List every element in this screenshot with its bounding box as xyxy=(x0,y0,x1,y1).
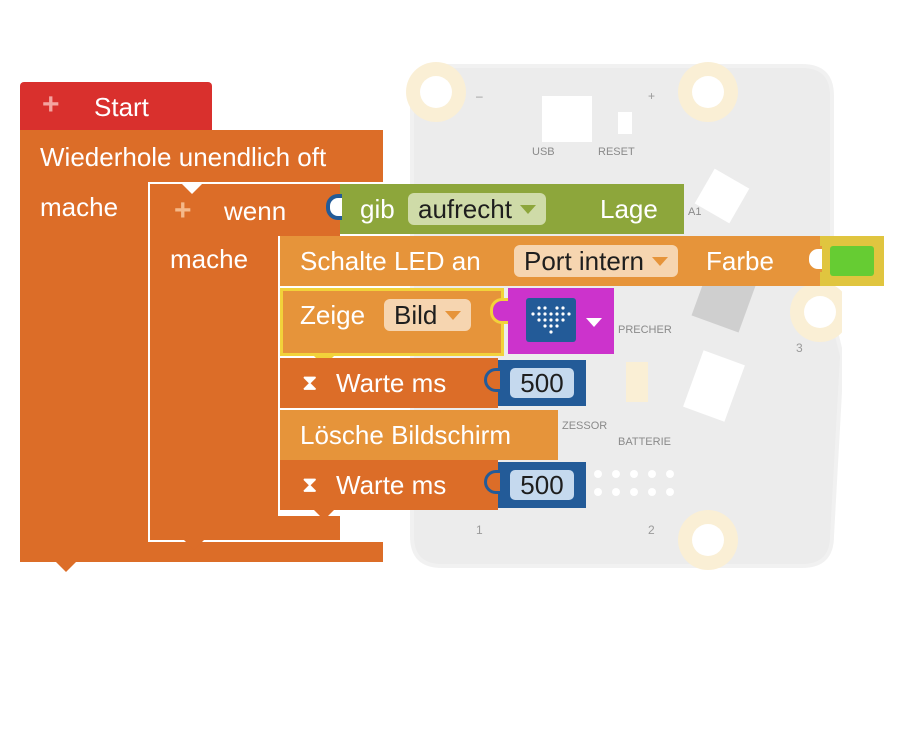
heart-matrix-icon xyxy=(526,298,576,342)
board-pad-1: 1 xyxy=(476,523,483,537)
image-chevron-down-icon[interactable] xyxy=(586,318,602,327)
wait-1-value[interactable]: 500 xyxy=(510,368,574,398)
wait-2-value[interactable]: 500 xyxy=(510,470,574,500)
wait-1-label: Warte ms xyxy=(336,368,447,398)
if-top-notch xyxy=(182,184,202,194)
wait-2-bottom-connector xyxy=(314,510,334,520)
start-block[interactable]: + Start xyxy=(20,82,212,130)
image-picker-block[interactable] xyxy=(508,288,614,354)
led-label: Schalte LED an xyxy=(300,246,481,276)
if-do-label: mache xyxy=(170,244,249,274)
loop-title: Wiederhole unendlich oft xyxy=(40,142,327,172)
image-input-connector xyxy=(490,298,508,324)
wait-2-label: Warte ms xyxy=(336,470,447,500)
hourglass-icon: ⧗ xyxy=(302,370,318,395)
if-label: wenn xyxy=(224,196,287,226)
loop-do-label: mache xyxy=(40,192,119,222)
board-label-prozessor: ZESSOR xyxy=(562,420,608,432)
board-pad-minus: – xyxy=(476,89,483,103)
if-bottom-connector xyxy=(184,540,204,550)
start-label: Start xyxy=(94,92,149,122)
start-plus-icon[interactable]: + xyxy=(42,88,60,121)
show-image-block[interactable]: Zeige Bild xyxy=(280,288,504,356)
show-mode-dropdown[interactable]: Bild xyxy=(384,299,472,331)
wait-1-value-block[interactable]: 500 xyxy=(498,360,586,406)
heart-matrix-svg xyxy=(531,306,571,334)
loop-bottom-connector xyxy=(56,562,76,572)
board-pad-plus: + xyxy=(648,89,656,103)
board-pad-3: 3 xyxy=(796,341,803,355)
board-label-a1: A1 xyxy=(688,206,702,218)
chevron-down-icon xyxy=(519,204,536,214)
orientation-condition-block[interactable]: gib aufrecht Lage xyxy=(340,184,684,234)
led-color-picker[interactable] xyxy=(820,236,884,286)
if-plus-icon[interactable]: + xyxy=(174,194,192,227)
hourglass-icon: ⧗ xyxy=(302,472,318,497)
board-label-batterie: BATTERIE xyxy=(618,436,671,448)
color-swatch xyxy=(830,246,874,276)
clear-label: Lösche Bildschirm xyxy=(300,420,511,450)
wait-2-connector xyxy=(484,470,500,494)
wait-block-1[interactable]: ⧗ Warte ms xyxy=(280,358,498,408)
chevron-down-icon xyxy=(445,310,462,320)
clear-screen-block[interactable]: Lösche Bildschirm xyxy=(280,410,558,460)
board-pad-2: 2 xyxy=(648,523,655,537)
condition-suffix: Lage xyxy=(600,194,658,224)
wait-1-connector xyxy=(484,368,500,392)
wait-2-value-block[interactable]: 500 xyxy=(498,462,586,508)
led-color-label: Farbe xyxy=(706,246,774,276)
led-color-connector xyxy=(806,246,822,272)
show-label: Zeige xyxy=(300,300,366,330)
led-block[interactable]: Schalte LED an Port intern Farbe xyxy=(280,236,820,286)
condition-prefix: gib xyxy=(360,194,395,224)
led-port-dropdown[interactable]: Port intern xyxy=(514,245,678,277)
board-label-sprecher: PRECHER xyxy=(618,324,672,336)
board-label-usb: USB xyxy=(532,146,555,158)
board-label-reset: RESET xyxy=(598,146,635,158)
condition-input-connector xyxy=(326,194,342,220)
chevron-down-icon xyxy=(651,256,668,266)
wait-block-2[interactable]: ⧗ Warte ms xyxy=(280,460,498,510)
orientation-dropdown[interactable]: aufrecht xyxy=(408,193,546,225)
